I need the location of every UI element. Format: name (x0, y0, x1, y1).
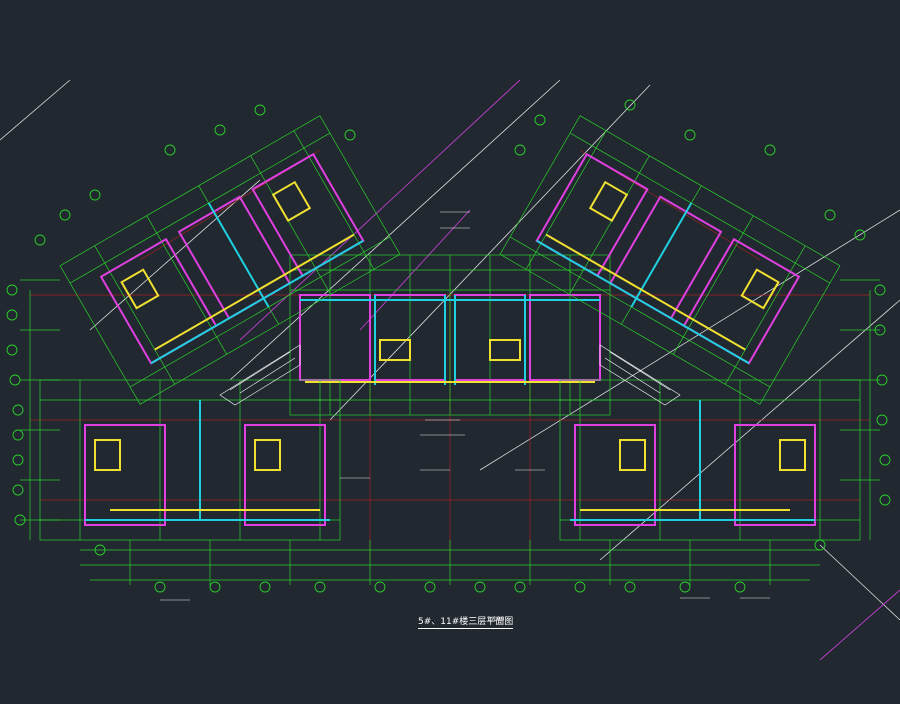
bottom-dimension-lines (80, 540, 820, 585)
lower-left-block (39, 379, 341, 541)
left-rotated-wing (59, 115, 401, 405)
drawing-title: 5#、11#楼三层平面图 (418, 614, 514, 629)
lower-right-block (559, 379, 861, 541)
drawing-scale: 1:100 (487, 616, 505, 623)
stairs (219, 344, 681, 406)
central-wing (289, 254, 611, 416)
right-rotated-wing (499, 115, 841, 405)
diagonal-reference-lines (0, 79, 900, 621)
left-dimension-lines (20, 279, 880, 540)
annotation-marks (160, 211, 770, 601)
axis-bubbles (6, 99, 891, 593)
